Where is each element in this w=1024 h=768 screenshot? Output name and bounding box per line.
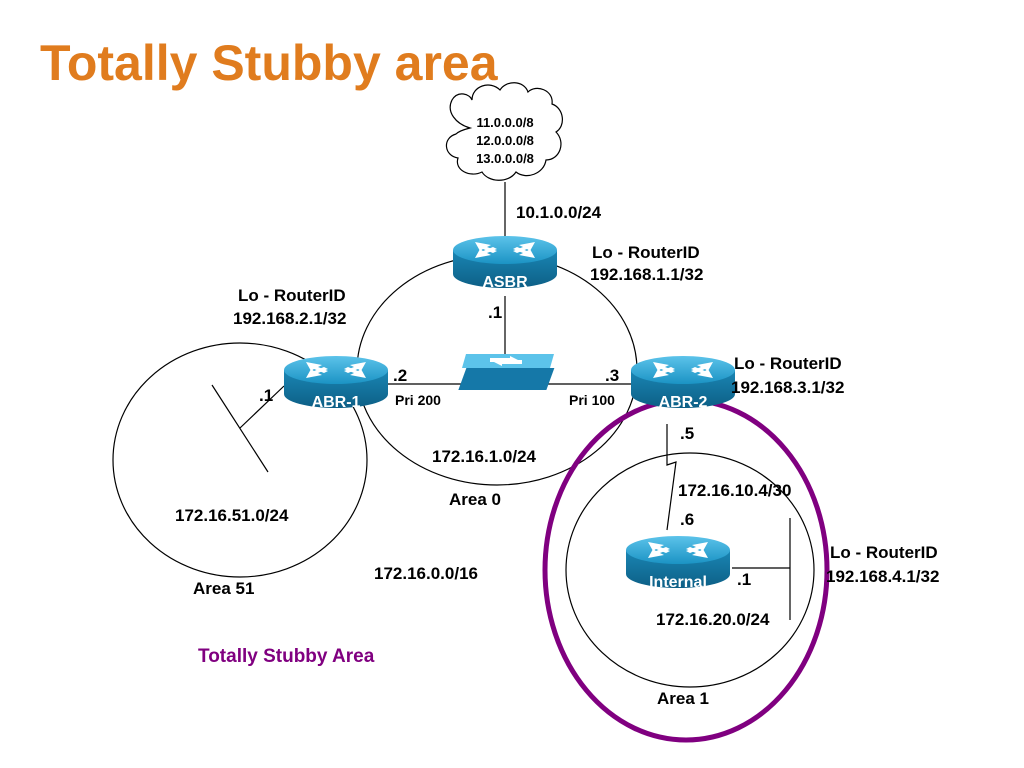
abr2-lo-title: Lo - RouterID: [734, 354, 842, 373]
cloud-route-2: 12.0.0.0/8: [476, 133, 534, 148]
abr2-if-addr-area0: .3: [605, 366, 619, 385]
router-abr1[interactable]: ABR-1: [284, 356, 388, 411]
router-abr2-label: ABR-2: [659, 394, 708, 411]
external-cloud-icon: [445, 82, 563, 181]
area0-label: Area 0: [449, 490, 501, 509]
abr1-lo-title: Lo - RouterID: [238, 286, 346, 305]
area51-label: Area 51: [193, 579, 254, 598]
area51-boundary: [112, 342, 368, 578]
asbr-lo-title: Lo - RouterID: [592, 243, 700, 262]
internal-if-addr-lan: .1: [737, 570, 751, 589]
area0-network: 172.16.1.0/24: [432, 447, 537, 466]
area51-segment: [211, 384, 269, 473]
asbr-uplink-network: 10.1.0.0/24: [516, 203, 602, 222]
router-internal-label: Internal: [649, 574, 707, 591]
links: [211, 182, 791, 620]
internal-if-addr-serial: .6: [680, 510, 694, 529]
serial-link: [666, 424, 677, 531]
abr2-priority: Pri 100: [569, 392, 615, 408]
area1-network: 172.16.20.0/24: [656, 610, 770, 629]
router-abr2[interactable]: ABR-2: [631, 356, 735, 411]
internal-lo-title: Lo - RouterID: [830, 543, 938, 562]
asbr-lo-addr: 192.168.1.1/32: [590, 265, 703, 284]
asbr-if-addr: .1: [488, 303, 502, 322]
area51-network: 172.16.51.0/24: [175, 506, 289, 525]
stubby-area-label: Totally Stubby Area: [198, 646, 375, 667]
switch-icon[interactable]: [458, 354, 555, 390]
router-abr1-label: ABR-1: [312, 394, 361, 411]
area1-boundary: [565, 452, 815, 688]
area1-label: Area 1: [657, 689, 709, 708]
router-asbr-label: ASBR: [482, 274, 528, 291]
summary-network: 172.16.0.0/16: [374, 564, 478, 583]
abr2-if-addr-serial: .5: [680, 424, 694, 443]
page-title: Totally Stubby area: [40, 35, 499, 91]
abr1-lo-addr: 192.168.2.1/32: [233, 309, 346, 328]
serial-network: 172.16.10.4/30: [678, 481, 791, 500]
cloud-route-1: 11.0.0.0/8: [476, 115, 533, 130]
cloud-route-3: 13.0.0.0/8: [476, 151, 534, 166]
abr1-priority: Pri 200: [395, 392, 441, 408]
internal-lo-addr: 192.168.4.1/32: [826, 567, 939, 586]
abr1-if-addr-area51: .1: [259, 386, 273, 405]
abr1-area51-link: [239, 385, 285, 429]
abr2-lo-addr: 192.168.3.1/32: [731, 378, 844, 397]
abr1-if-addr-area0: .2: [393, 366, 407, 385]
router-asbr[interactable]: ASBR: [453, 236, 557, 291]
router-internal[interactable]: Internal: [626, 536, 730, 591]
